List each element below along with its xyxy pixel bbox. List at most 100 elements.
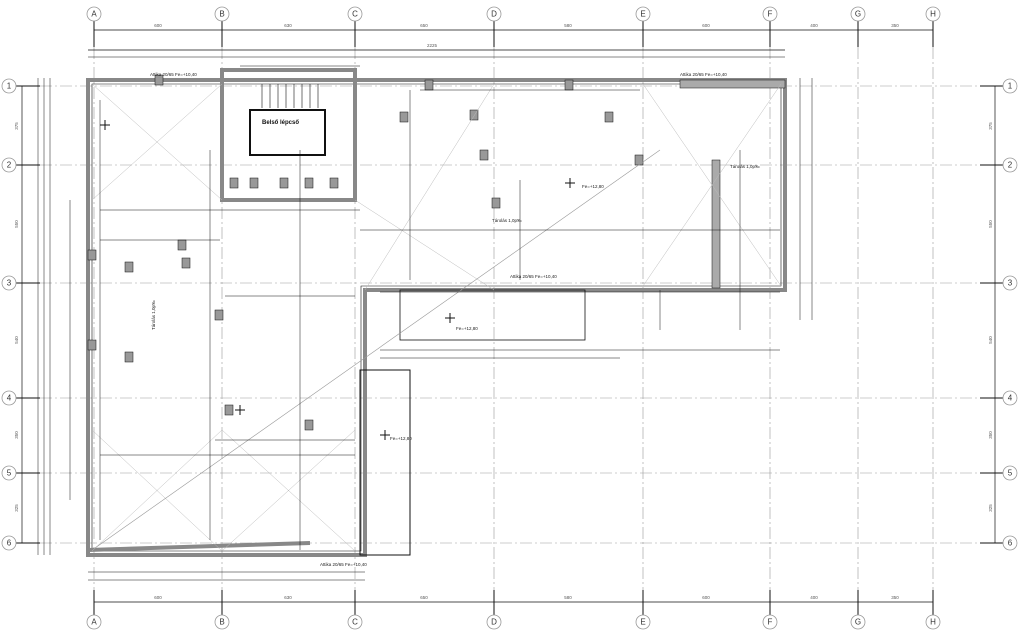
parapet-note: Attika 20/65 Fe=+10,40 bbox=[320, 562, 367, 567]
column-pad bbox=[469, 109, 479, 121]
dimension-label: 540 bbox=[988, 336, 993, 344]
svg-text:3: 3 bbox=[1008, 279, 1013, 288]
annotations: Attika 20/65 Fe=+10,40 Attika 20/65 Fe=+… bbox=[150, 72, 760, 567]
row-bubble-1: 1 bbox=[1002, 78, 1018, 94]
column-bubble-h: H bbox=[925, 6, 941, 22]
slope-line bbox=[221, 429, 356, 552]
row-bubble-4: 4 bbox=[1002, 390, 1018, 406]
dimension-label: 375 bbox=[988, 122, 993, 130]
column-pad bbox=[181, 257, 191, 269]
svg-text:D: D bbox=[491, 10, 497, 19]
column-pad bbox=[124, 351, 134, 363]
svg-text:1: 1 bbox=[7, 82, 12, 91]
row-bubble-2: 2 bbox=[1002, 157, 1018, 173]
dimension-label: 580 bbox=[564, 23, 572, 28]
column-pad bbox=[304, 419, 314, 431]
svg-text:F: F bbox=[768, 618, 773, 627]
slope-line bbox=[91, 429, 223, 552]
column-pad bbox=[87, 339, 97, 351]
column-pad bbox=[249, 177, 259, 189]
row-bubble-5: 5 bbox=[1, 465, 17, 481]
level-note: Fe=+12,80 bbox=[582, 184, 604, 189]
svg-text:1: 1 bbox=[1008, 82, 1013, 91]
column-pad bbox=[564, 79, 574, 91]
column-bubble-g: G bbox=[850, 614, 866, 630]
svg-text:4: 4 bbox=[7, 394, 12, 403]
dimension-label: 325 bbox=[14, 504, 19, 512]
column-bubble-h: H bbox=[925, 614, 941, 630]
dimension-label: 550 bbox=[14, 220, 19, 228]
column-pad bbox=[154, 74, 164, 86]
slope-line bbox=[642, 83, 782, 287]
parapet-wall bbox=[86, 78, 787, 557]
column-pad bbox=[424, 79, 434, 91]
left-dimension-labels: 375 550 540 350 325 bbox=[14, 122, 19, 512]
wall-segment bbox=[711, 159, 721, 289]
column-pad bbox=[399, 111, 409, 123]
dimension-label: 350 bbox=[14, 431, 19, 439]
column-pad bbox=[229, 177, 239, 189]
row-bubble-3: 3 bbox=[1, 275, 17, 291]
dimension-label: 600 bbox=[154, 23, 162, 28]
column-bubble-b: B bbox=[214, 614, 230, 630]
column-bubble-e: E bbox=[635, 614, 651, 630]
slope-note: Tárolás 1,0p‰ bbox=[492, 218, 522, 223]
svg-text:E: E bbox=[640, 618, 645, 627]
column-bubble-a: A bbox=[86, 614, 102, 630]
column-pad bbox=[491, 197, 501, 209]
column-pad bbox=[479, 149, 489, 161]
row-bubble-4: 4 bbox=[1, 390, 17, 406]
row-bubble-2: 2 bbox=[1, 157, 17, 173]
dimension-label: 350 bbox=[988, 431, 993, 439]
column-bubbles-top: A B C D E F G H bbox=[86, 6, 941, 22]
grid-lines bbox=[16, 21, 1003, 615]
dimension-label: 600 bbox=[702, 595, 710, 600]
row-bubble-1: 1 bbox=[1, 78, 17, 94]
gutter-line bbox=[87, 541, 311, 552]
column-bubble-a: A bbox=[86, 6, 102, 22]
column-bubbles-bottom: A B C D E F G H bbox=[86, 614, 941, 630]
svg-text:E: E bbox=[640, 10, 645, 19]
stair-opening bbox=[249, 109, 326, 156]
svg-text:2: 2 bbox=[1008, 161, 1013, 170]
svg-text:A: A bbox=[91, 618, 97, 627]
walls bbox=[86, 68, 787, 557]
svg-text:5: 5 bbox=[7, 469, 12, 478]
row-bubble-6: 6 bbox=[1, 535, 17, 551]
svg-text:G: G bbox=[855, 10, 861, 19]
column-bubble-c: C bbox=[347, 6, 363, 22]
parapet-note: Attika 20/65 Fe=+10,40 bbox=[510, 274, 557, 279]
parapet-note: Attika 20/65 Fe=+10,40 bbox=[680, 72, 727, 77]
svg-text:A: A bbox=[91, 10, 97, 19]
column-pad bbox=[329, 177, 339, 189]
dimension-label: 400 bbox=[810, 595, 818, 600]
bottom-dimension-labels: 600 630 650 580 600 400 350 bbox=[154, 595, 899, 600]
parapet-inner-line bbox=[91, 83, 782, 552]
dimension-label: 375 bbox=[14, 122, 19, 130]
svg-text:H: H bbox=[930, 10, 936, 19]
top-dimension-labels: 600 630 650 580 600 400 350 2225 bbox=[154, 23, 899, 48]
dimension-label: 580 bbox=[564, 595, 572, 600]
svg-text:5: 5 bbox=[1008, 469, 1013, 478]
column-pad bbox=[634, 154, 644, 166]
column-bubble-f: F bbox=[762, 6, 778, 22]
slope-line bbox=[364, 83, 495, 291]
row-bubbles-left: 1 2 3 4 5 6 bbox=[1, 78, 17, 551]
svg-text:6: 6 bbox=[7, 539, 12, 548]
svg-text:C: C bbox=[352, 10, 358, 19]
svg-text:6: 6 bbox=[1008, 539, 1013, 548]
slope-note: Tárolás 1,0p‰ bbox=[730, 164, 760, 169]
column-pad bbox=[177, 239, 187, 251]
column-pad bbox=[279, 177, 289, 189]
svg-text:B: B bbox=[219, 10, 224, 19]
column-bubble-e: E bbox=[635, 6, 651, 22]
column-pad bbox=[87, 249, 97, 261]
light-well bbox=[359, 369, 411, 556]
slope-line bbox=[354, 199, 495, 291]
overall-dimension-label: 2225 bbox=[427, 43, 438, 48]
column-bubble-c: C bbox=[347, 614, 363, 630]
svg-text:4: 4 bbox=[1008, 394, 1013, 403]
stair-label: Belső lépcső bbox=[262, 120, 299, 126]
column-bubble-d: D bbox=[486, 614, 502, 630]
parapet-note: Attika 20/65 Fe=+10,40 bbox=[150, 72, 197, 77]
